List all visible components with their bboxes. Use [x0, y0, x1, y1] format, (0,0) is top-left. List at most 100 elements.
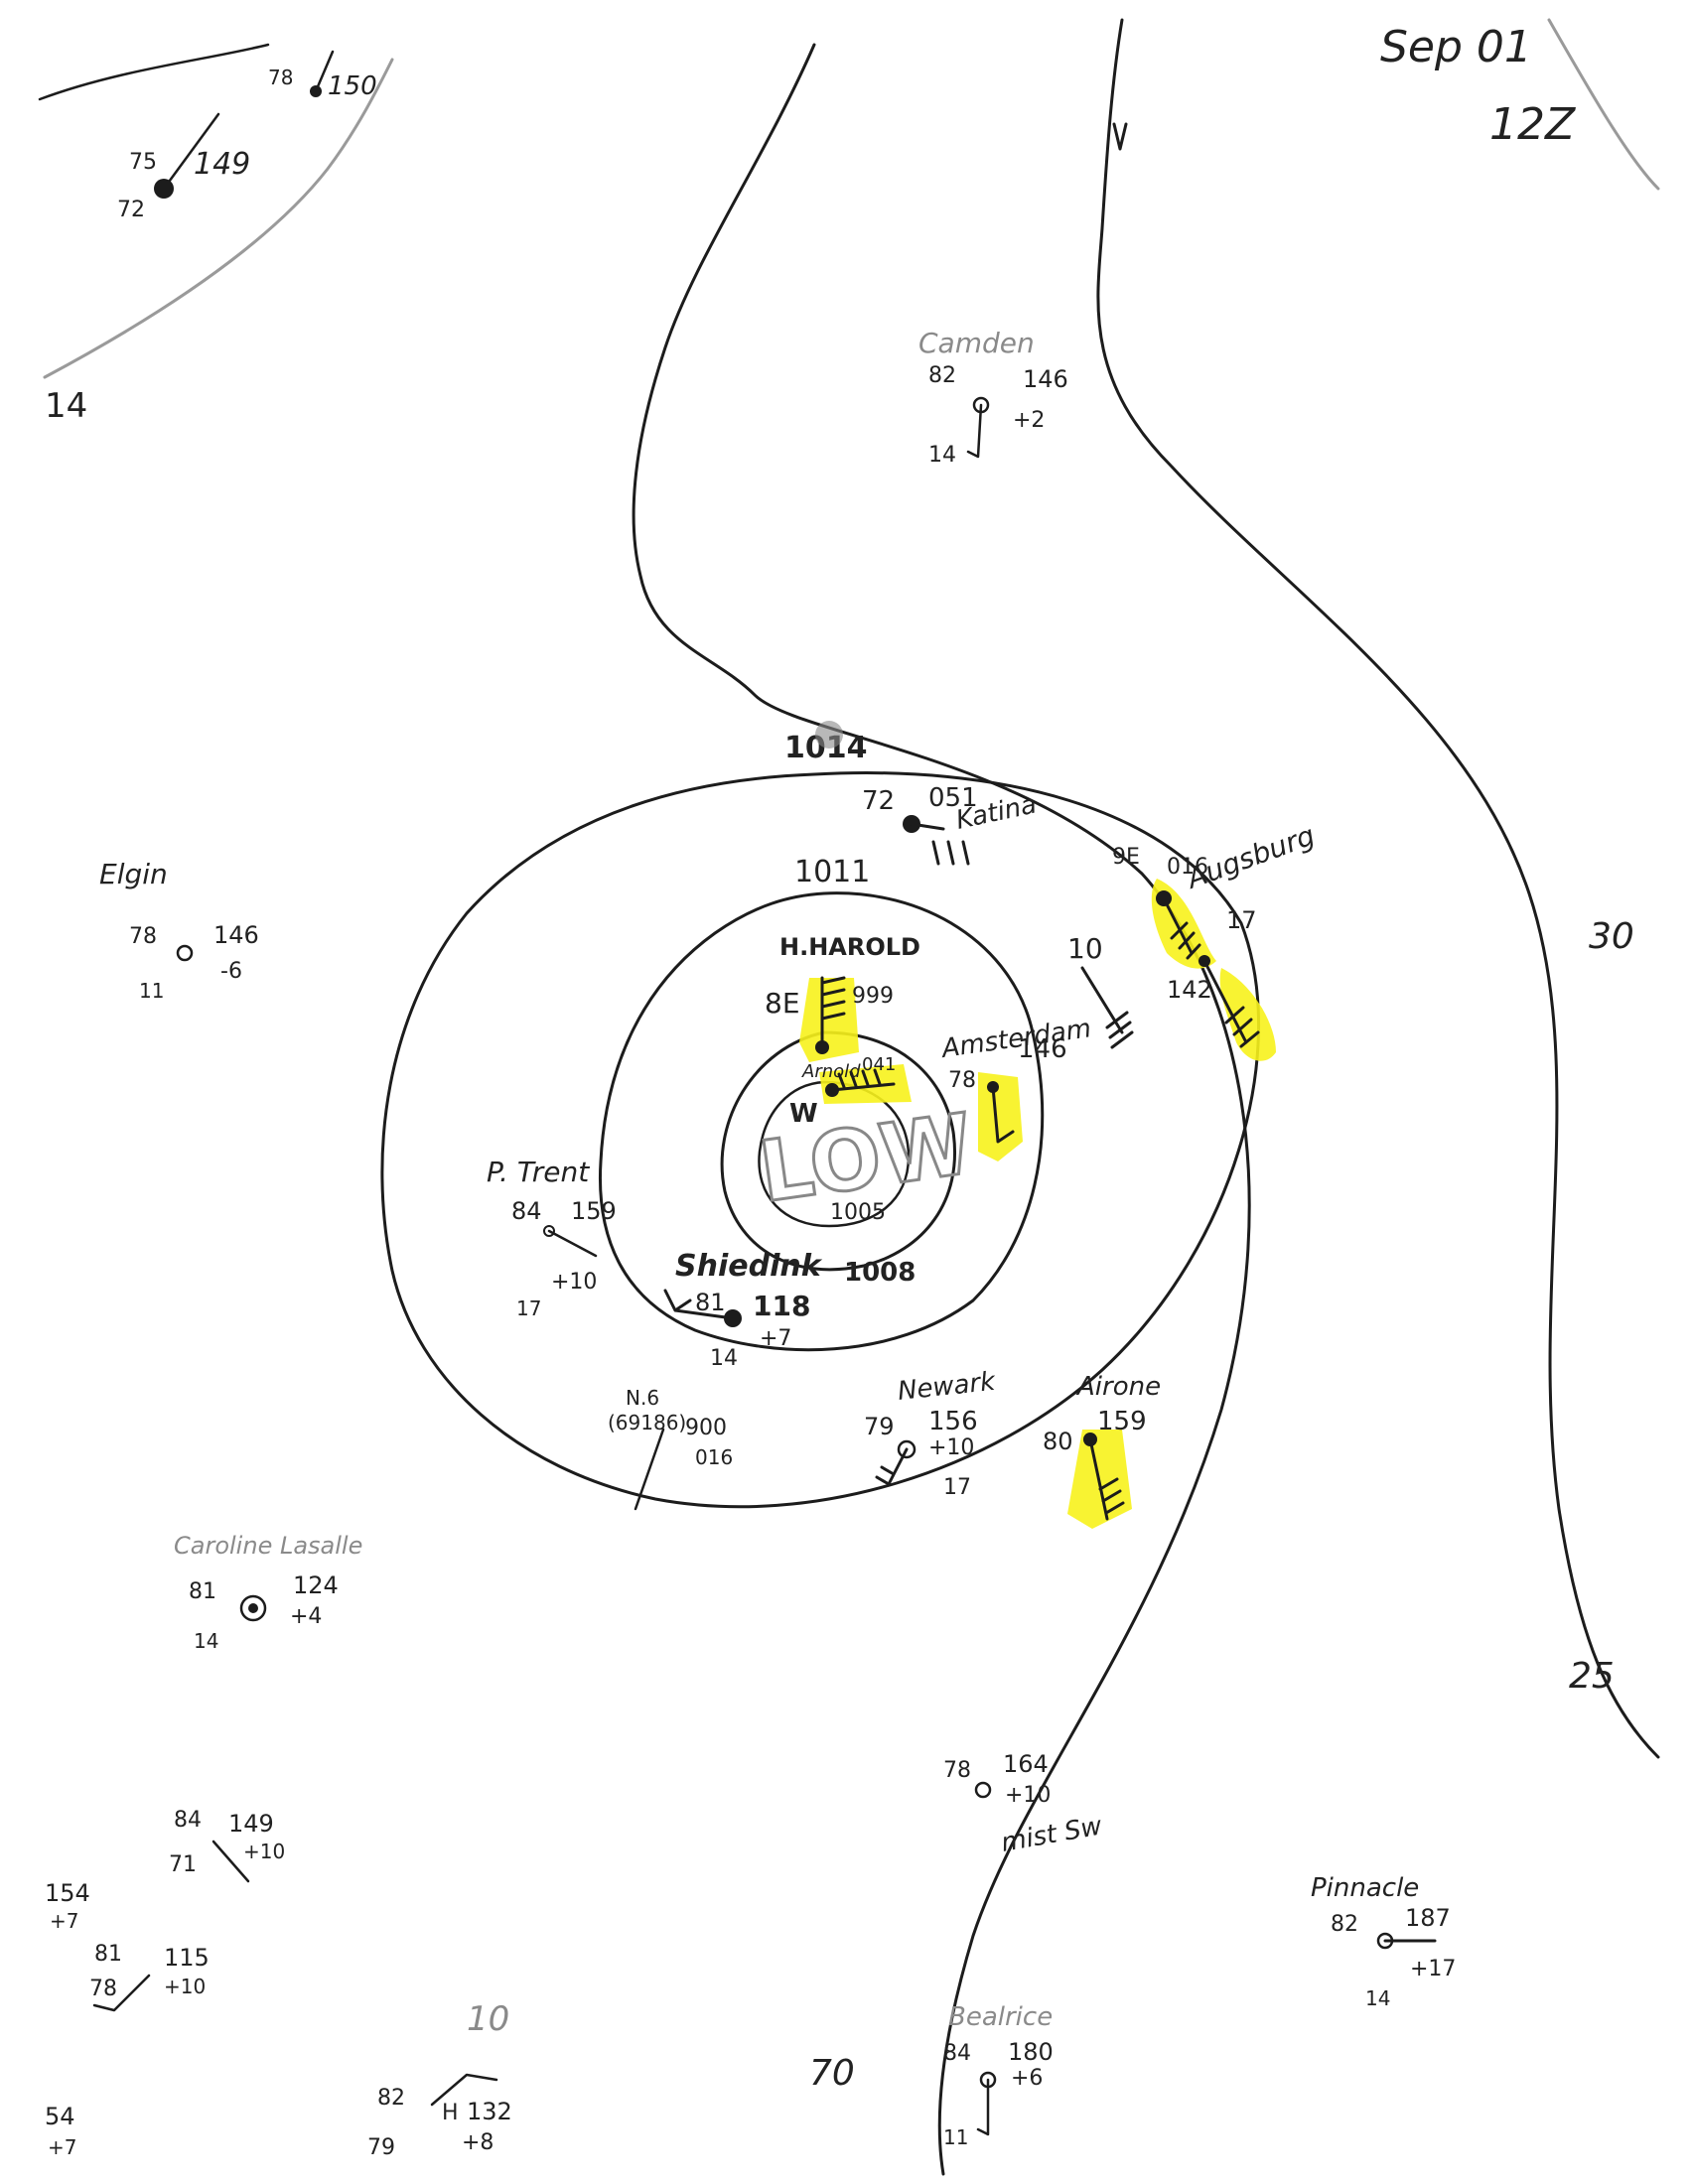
- station-pressure: 900: [685, 1416, 727, 1440]
- isotherm-70: 70: [809, 2053, 855, 2094]
- station-value: 154: [45, 1879, 90, 1907]
- wind-barb-flags: [1202, 959, 1260, 1048]
- station-name: Amsterdam: [938, 1014, 1093, 1064]
- isotherm-10: 10: [467, 1999, 509, 2039]
- station-pressure: 041: [862, 1054, 896, 1075]
- station-dew: 17: [516, 1297, 541, 1320]
- station-name: Bealrice: [948, 2002, 1053, 2032]
- station-mist: 78 164 +10 mist Sw: [943, 1750, 1105, 1858]
- station-dew: 71: [169, 1852, 197, 1877]
- boundary-curve-topleft-faint: [43, 58, 394, 379]
- station-top-left-b: 75 149 72: [117, 112, 250, 222]
- station-tendency: +4: [290, 1604, 322, 1629]
- arnold-center-mark: W: [789, 1099, 818, 1129]
- station-pinnacle: Pinnacle 82 187 +17 14: [1311, 1873, 1456, 2010]
- station-temp: 78: [268, 66, 293, 89]
- wind-barb: [212, 1840, 250, 1883]
- station-temp: 80: [1043, 1428, 1073, 1455]
- station-temp: 78: [129, 924, 157, 949]
- isobar-1005: [758, 1080, 911, 1228]
- station-pressure: 149: [194, 147, 250, 182]
- station-pressure: 180: [1008, 2038, 1054, 2066]
- highlight-amsterdam: [978, 1072, 1023, 1161]
- station-tendency: +10: [164, 1975, 206, 1998]
- station-pressure: 150: [328, 71, 377, 101]
- station-sub: +7: [48, 2135, 76, 2159]
- isobar-label-1005: 1005: [830, 1200, 886, 1225]
- station-pressure: 159: [571, 1197, 617, 1225]
- station-katina: Katina 72 051: [862, 783, 1040, 866]
- station-temp: 82: [377, 2086, 405, 2111]
- station-airone: Airone 80 159: [1043, 1372, 1161, 1521]
- isobar-label-1008: 1008: [844, 1258, 916, 1288]
- station-dew: 14: [1365, 1986, 1390, 2010]
- station-pressure: 124: [293, 1571, 339, 1599]
- station-value: 10: [1067, 932, 1103, 965]
- station-value: 54: [45, 2103, 75, 2130]
- wind-barb: [314, 50, 335, 93]
- station-dot: [239, 1594, 267, 1622]
- station-name: Pinnacle: [1311, 1873, 1419, 1903]
- station-tendency: +6: [1011, 2066, 1043, 2091]
- station-bottom-left-a: 84 149 +10 71: [169, 1808, 285, 1883]
- wind-barb: [430, 2073, 498, 2107]
- left-edge-14: 14: [45, 386, 87, 426]
- station-temp: 78: [948, 1068, 976, 1093]
- station-dot-inner: [248, 1603, 258, 1613]
- station-camden: Camden 82 146 +2 14: [918, 327, 1068, 468]
- station-temp: 81: [94, 1942, 122, 1967]
- station-bottom-left-b: 81 115 +10 78: [89, 1942, 210, 2012]
- station-name: Shiedink: [675, 1249, 823, 1284]
- station-pressure: 142: [1167, 976, 1212, 1004]
- station-h-harold: H.HAROLD 8E 999: [765, 933, 920, 1054]
- station-dot: [974, 1781, 992, 1799]
- station-name: Airone: [1075, 1372, 1161, 1402]
- station-tendency: +17: [1410, 1957, 1456, 1981]
- station-pressure: 156: [928, 1407, 978, 1436]
- station-dew: 11: [943, 2125, 968, 2149]
- station-dew: 72: [117, 198, 145, 222]
- station-pressure: 051: [928, 783, 978, 813]
- boundary-curve-topright: [1547, 18, 1660, 191]
- station-pressure: 132: [467, 2098, 512, 2125]
- highlight-arnold: [819, 1064, 912, 1104]
- station-tendency: +10: [551, 1270, 597, 1295]
- station-tendency: +10: [1005, 1783, 1051, 1808]
- station-temp: 81: [695, 1289, 726, 1316]
- station-pressure: 164: [1003, 1750, 1049, 1778]
- station-tendency: 016: [695, 1445, 733, 1469]
- station-temp: 84: [511, 1197, 542, 1225]
- wind-barb-staff: [910, 822, 945, 831]
- station-pressure: 999: [852, 984, 894, 1009]
- station-top-left-a: 78 150: [268, 50, 377, 101]
- highlight-augsburg-b: [1219, 968, 1276, 1061]
- wind-barb-flags: [1162, 896, 1201, 960]
- wind-barb-flags: [1088, 1437, 1125, 1521]
- wind-barb: [875, 1447, 909, 1486]
- boundary-curve-right: [1096, 18, 1660, 1759]
- station-bottom-corner: 54 +7: [45, 2103, 76, 2159]
- station-name: Camden: [918, 327, 1035, 359]
- station-newark: Newark 79 156 +10 17: [864, 1367, 998, 1500]
- wind-barb: [92, 1974, 151, 2012]
- station-dot: [176, 944, 194, 962]
- station-dew: 14: [928, 443, 956, 468]
- station-dot: [543, 1225, 555, 1237]
- station-name: Augsburg: [1181, 819, 1319, 896]
- station-pressure: 149: [228, 1810, 274, 1838]
- station-temp: 75: [129, 150, 157, 175]
- station-caroline: Caroline Lasalle 81 124 +4 14: [174, 1532, 362, 1653]
- station-sub: 9E: [1112, 845, 1140, 870]
- isobar-1011: [598, 891, 1045, 1352]
- station-temp: 79: [864, 1413, 895, 1440]
- station-arnold: Arnold 041 W: [789, 1054, 896, 1129]
- station-temp: 82: [928, 363, 956, 388]
- station-pressure: 146: [1023, 365, 1068, 393]
- station-pressure: 159: [1097, 1407, 1147, 1436]
- station-dot: [897, 1439, 916, 1459]
- station-temp: 82: [1331, 1912, 1358, 1937]
- station-name: Elgin: [99, 858, 168, 890]
- station-dew: 79: [367, 2135, 395, 2160]
- station-dew: 17: [943, 1475, 971, 1500]
